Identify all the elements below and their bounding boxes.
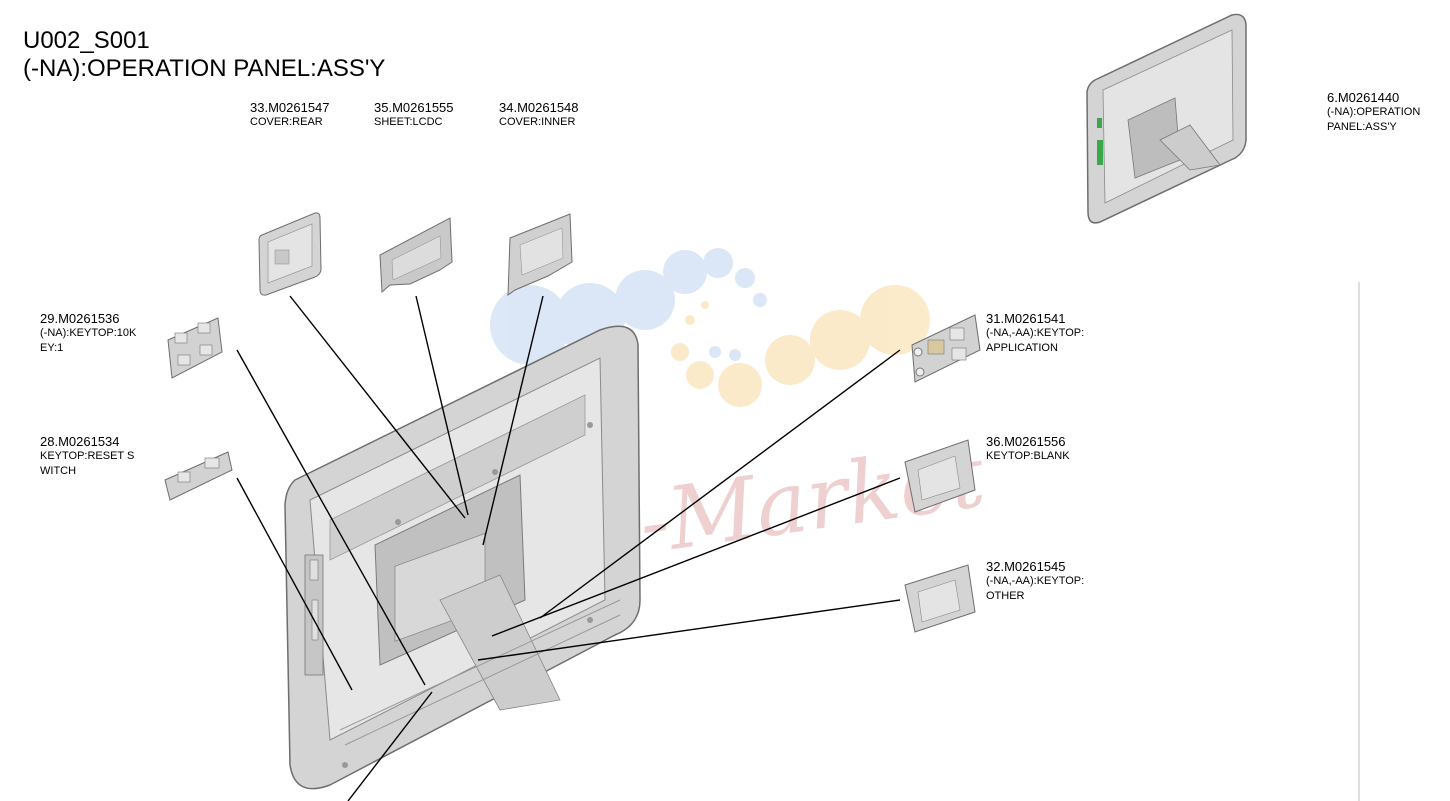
part-desc: PANEL:ASS'Y	[1327, 121, 1397, 133]
part-code: 31.M0261541	[986, 311, 1066, 326]
part-32-keytop-other	[904, 564, 976, 633]
part-31-keytop-application	[911, 314, 981, 383]
leader-line-35	[415, 295, 469, 516]
part-desc: KEYTOP:RESET S	[40, 450, 135, 462]
leader-line-34	[482, 295, 544, 546]
part-desc: KEYTOP:BLANK	[986, 450, 1070, 462]
part-code: 29.M0261536	[40, 311, 120, 326]
part-code: 36.M0261556	[986, 434, 1066, 449]
part-desc: SHEET:LCDC	[374, 116, 443, 128]
part-35-sheet-lcdc	[379, 217, 453, 294]
part-label-31: 31.M0261541 (-NA,-AA):KEYTOP: APPLICATIO…	[986, 311, 1084, 356]
watermark-logo	[490, 248, 930, 407]
part-label-29: 29.M0261536 (-NA):KEYTOP:10K EY:1	[40, 311, 136, 356]
part-desc: COVER:REAR	[250, 116, 323, 128]
main-panel-part	[284, 325, 641, 790]
part-29-keytop-10key	[167, 317, 223, 379]
leader-line-32	[477, 599, 901, 661]
part-label-34: 34.M0261548 COVER:INNER	[499, 100, 579, 130]
part-desc: APPLICATION	[986, 342, 1058, 354]
part-34-cover-inner	[507, 213, 573, 296]
part-label-28: 28.M0261534 KEYTOP:RESET S WITCH	[40, 434, 134, 479]
part-desc: OTHER	[986, 590, 1025, 602]
part-label-36: 36.M0261556 KEYTOP:BLANK	[986, 434, 1070, 464]
part-label-32: 32.M0261545 (-NA,-AA):KEYTOP: OTHER	[986, 559, 1084, 604]
part-code: 35.M0261555	[374, 100, 454, 115]
leader-line-offpage	[347, 691, 433, 801]
diagram-title: (-NA):OPERATION PANEL:ASS'Y	[23, 55, 386, 82]
part-desc: (-NA,-AA):KEYTOP:	[986, 575, 1085, 587]
part-desc: EY:1	[40, 342, 64, 354]
part-desc: WITCH	[40, 465, 77, 477]
part-code: 34.M0261548	[499, 100, 579, 115]
leader-line-28	[236, 477, 353, 691]
part-code: 28.M0261534	[40, 434, 120, 449]
leader-line-36	[491, 477, 901, 637]
part-code: 33.M0261547	[250, 100, 330, 115]
leader-lines	[236, 295, 901, 801]
part-label-6: 6.M0261440 (-NA):OPERATION PANEL:ASS'Y	[1327, 90, 1420, 135]
part-label-33: 33.M0261547 COVER:REAR	[250, 100, 330, 130]
part-code: 6.M0261440	[1327, 90, 1400, 105]
assembled-panel-thumbnail	[1086, 13, 1247, 224]
part-desc: (-NA):KEYTOP:10K	[40, 327, 137, 339]
leader-line-33	[289, 295, 466, 519]
part-28-keytop-reset-switch	[164, 451, 233, 501]
part-33-cover-rear	[258, 212, 322, 296]
leader-line-29	[236, 349, 426, 686]
part-desc: COVER:INNER	[499, 116, 576, 128]
leader-line-31	[539, 349, 901, 619]
diagram-code: U002_S001	[23, 27, 150, 54]
part-desc: (-NA):OPERATION	[1327, 106, 1421, 118]
part-code: 32.M0261545	[986, 559, 1066, 574]
part-desc: (-NA,-AA):KEYTOP:	[986, 327, 1085, 339]
part-label-35: 35.M0261555 SHEET:LCDC	[374, 100, 454, 130]
part-36-keytop-blank	[904, 439, 976, 513]
